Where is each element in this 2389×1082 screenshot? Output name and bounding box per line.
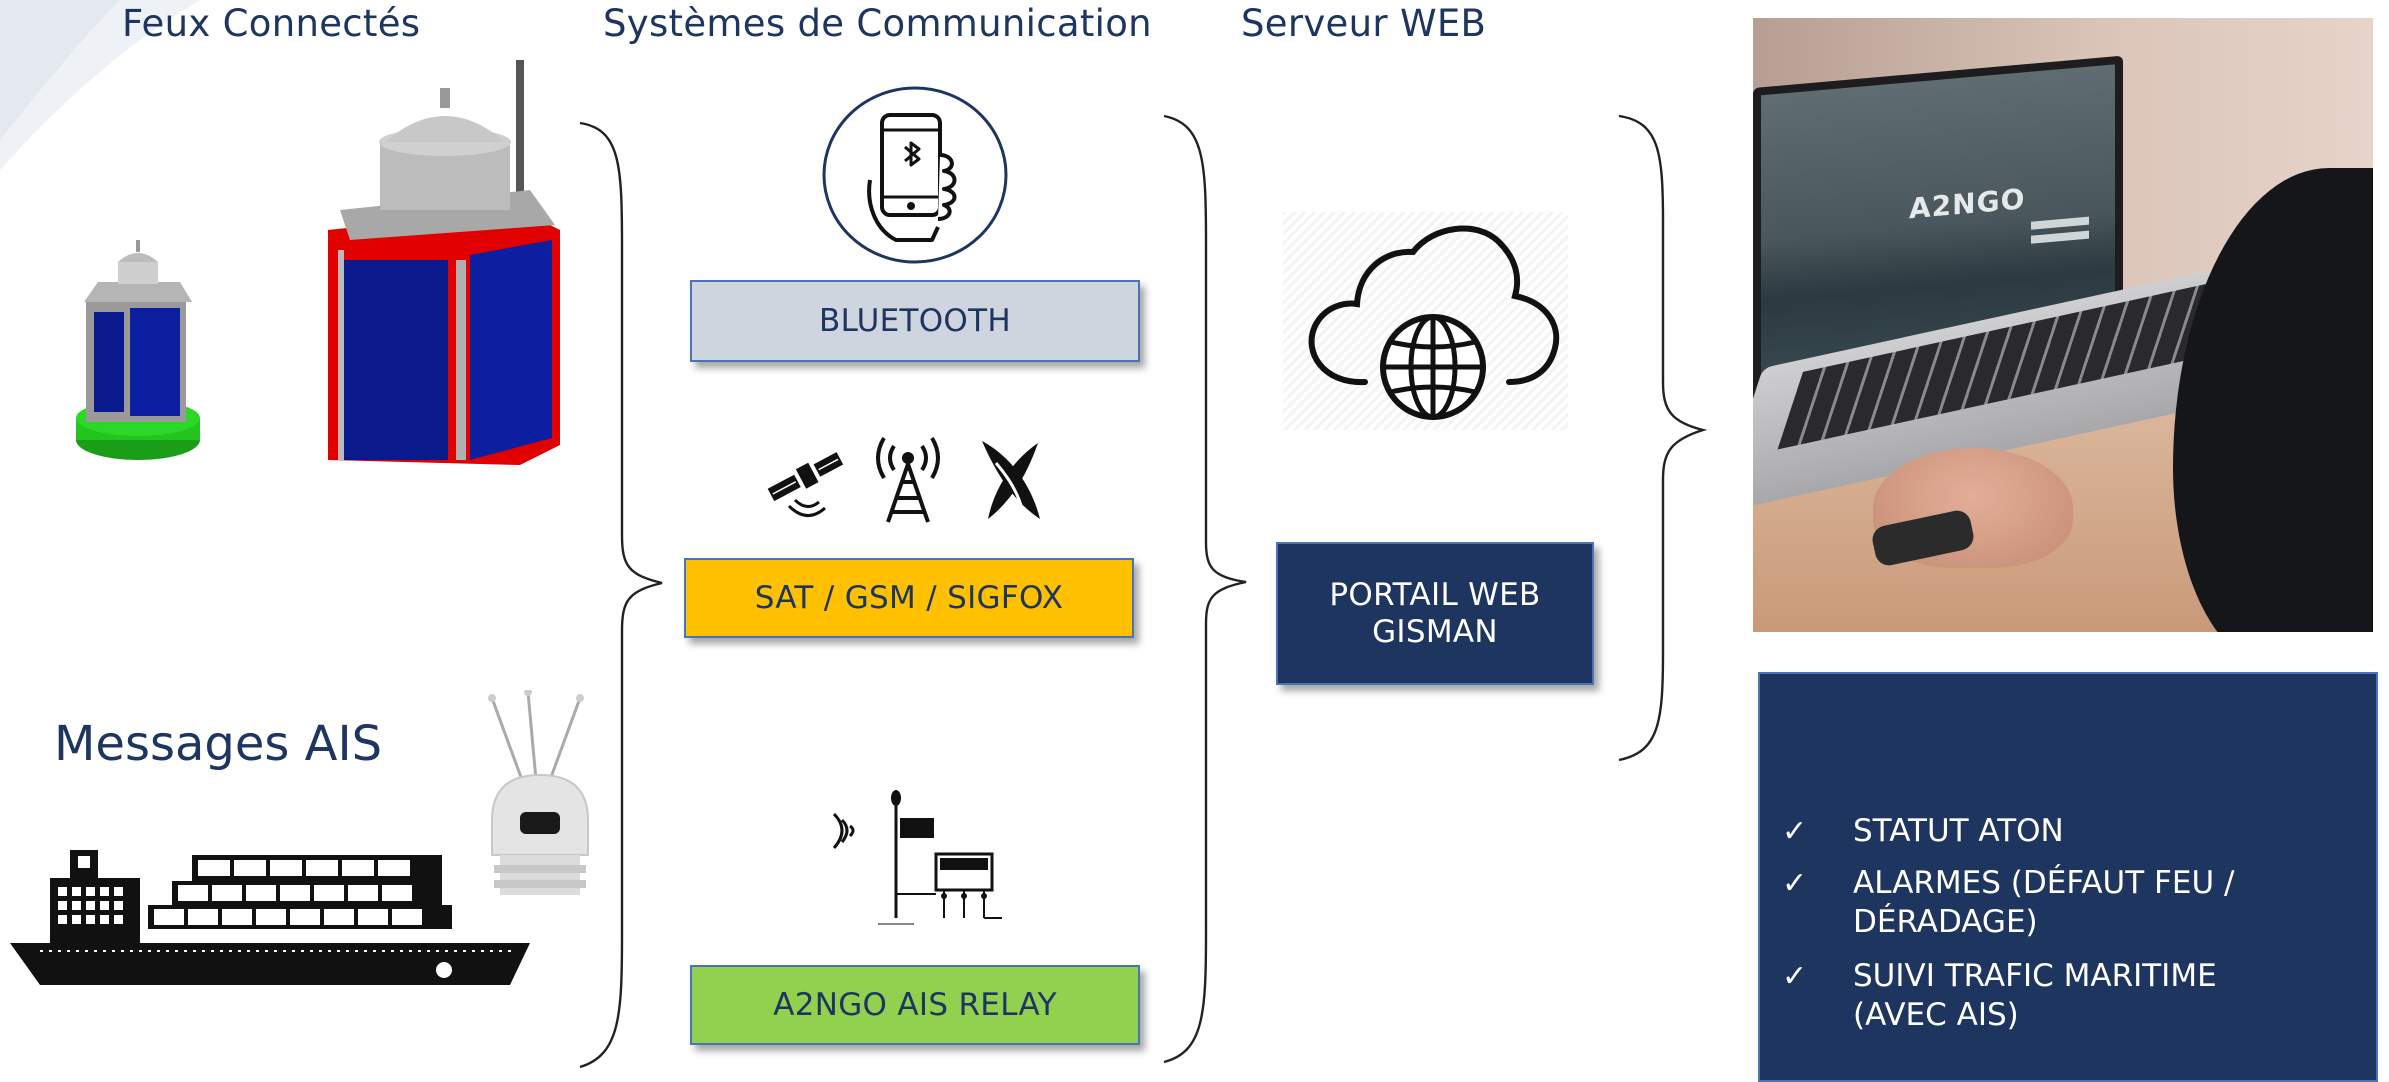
feature-text: STATUT ATON [1853, 813, 2064, 849]
header-feux-connectes: Feux Connectés [122, 2, 421, 45]
header-serveur-web: Serveur WEB [1241, 2, 1487, 45]
sigfox-icon [982, 441, 1040, 519]
feature-text: SUIVI TRAFIC MARITIME (AVEC AIS) [1853, 957, 2293, 1035]
laptop-photo: A2NGO [1753, 18, 2373, 632]
cell-tower-icon [876, 436, 940, 523]
cloud-globe-panel [1283, 212, 1568, 430]
laptop-brand: A2NGO [1909, 182, 2026, 226]
feature-item: ✓ STATUT ATON [1760, 812, 2360, 852]
feature-item: ✓ ALARMES (DÉFAUT FEU / DÉRADAGE) [1760, 864, 2360, 944]
portail-line1: PORTAIL WEB [1329, 576, 1541, 613]
background-swoosh [0, 0, 200, 170]
check-icon: ✓ [1782, 814, 1808, 849]
feature-text-line1: SUIVI TRAFIC MARITIME [1853, 958, 2217, 994]
a2ngo-ais-relay-box: A2NGO AIS RELAY [690, 965, 1140, 1045]
messages-ais-title: Messages AIS [54, 716, 383, 772]
feature-item: ✓ SUIVI TRAFIC MARITIME (AVEC AIS) [1760, 957, 2360, 1037]
ais-relay-icon [832, 790, 1002, 925]
feature-text-line2: DÉRADAGE) [1853, 904, 2038, 940]
laptop-login-field-2 [2031, 230, 2089, 244]
feature-text: ALARMES (DÉFAUT FEU / DÉRADAGE) [1853, 864, 2293, 942]
smartphone-bluetooth-icon [822, 86, 1008, 264]
portail-line2: GISMAN [1372, 613, 1498, 650]
check-icon: ✓ [1782, 866, 1808, 901]
feature-text-line1: ALARMES (DÉFAUT FEU / [1853, 865, 2235, 901]
check-icon: ✓ [1782, 959, 1808, 994]
ais-antenna-icon [488, 690, 589, 895]
ship-icon [10, 850, 530, 985]
laptop-login-field [2031, 216, 2089, 230]
bracket-middle [1163, 114, 1247, 1064]
sat-gsm-sigfox-box: SAT / GSM / SIGFOX [684, 558, 1134, 638]
cloud-globe-icon [1308, 225, 1560, 420]
header-systemes-communication: Systèmes de Communication [603, 2, 1152, 45]
bracket-right [1618, 114, 1708, 762]
portail-web-gisman-box: PORTAIL WEB GISMAN [1276, 542, 1594, 685]
features-panel: ✓ STATUT ATON ✓ ALARMES (DÉFAUT FEU / DÉ… [1758, 672, 2378, 1082]
bluetooth-box: BLUETOOTH [690, 280, 1140, 362]
small-lantern-icon [76, 240, 200, 460]
bracket-left [579, 121, 663, 1069]
satellite-icon [767, 452, 844, 517]
feature-text-line2: (AVEC AIS) [1853, 997, 2019, 1033]
large-lantern-icon [328, 60, 560, 465]
